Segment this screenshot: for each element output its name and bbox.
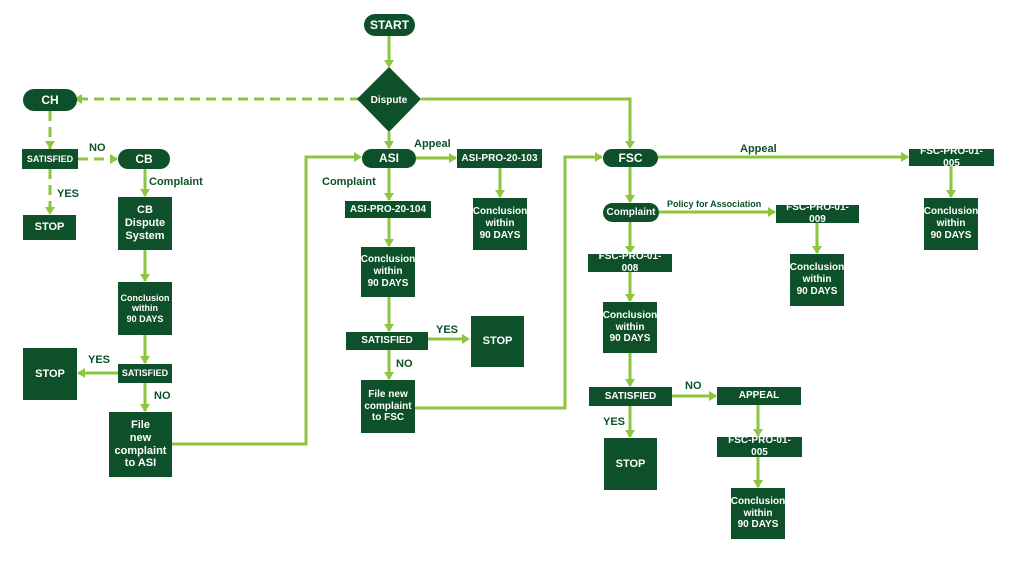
arrowhead-to-conclusion-103 [495, 190, 505, 198]
conclusion-fsc-005-top-node: Conclusion within 90 DAYS [924, 198, 978, 250]
satisfied-fsc-node: SATISFIED [589, 387, 672, 406]
satisfied-cb-node: SATISFIED [118, 364, 172, 383]
connector-file-asi-to-asi [172, 155, 360, 446]
stop-ch-node: STOP [23, 215, 76, 240]
arrowhead-to-satisfied-asi [384, 324, 394, 332]
arrowhead-to-fsc-from-dispute [625, 141, 635, 149]
asi-node: ASI [362, 149, 416, 168]
arrowhead-to-conclusion-009 [812, 246, 822, 254]
arrowhead-to-conclusion-cb [140, 274, 150, 282]
arrowhead-to-conclusion-008 [625, 294, 635, 302]
dispute-label: Dispute [371, 95, 408, 106]
arrowhead-to-pro-005-bottom [753, 429, 763, 437]
appeal-fsc-node: APPEAL [717, 387, 801, 405]
arrowhead-to-dispute-system [140, 189, 150, 197]
policy-for-association-label: Policy for Association [667, 199, 762, 209]
appeal-asi-label: Appeal [414, 138, 451, 150]
yes-asi-label: YES [436, 324, 459, 336]
arrowhead-to-asi-from-cb [354, 152, 362, 162]
arrowhead-to-file-fsc [384, 372, 394, 380]
fsc-pro-01-008-node: FSC-PRO-01-008 [588, 251, 672, 274]
arrowhead-to-satisfied-cb [140, 356, 150, 364]
arrowhead-to-pro-008 [625, 246, 635, 254]
satisfied-asi-node: SATISFIED [346, 332, 428, 350]
arrowhead-to-stop-asi [462, 334, 470, 344]
arrowhead-to-cb [110, 154, 118, 164]
arrowhead-to-complaint-fsc [625, 195, 635, 203]
arrowhead-to-stop-fsc [625, 430, 635, 438]
no-cb-label: NO [154, 390, 171, 402]
complaint-cb-label: Complaint [149, 176, 203, 188]
arrowhead-to-conclusion-104 [384, 239, 394, 247]
fsc-pro-01-005-top-node: FSC-PRO-01-005 [909, 146, 994, 169]
appeal-fsc-label: Appeal [740, 143, 777, 155]
satisfied-ch-node: SATISFIED [22, 149, 78, 169]
arrowhead-to-asi-from-dispute [384, 141, 394, 149]
start-node: START [364, 14, 415, 36]
no-ch-label: NO [89, 142, 106, 154]
conclusion-asi-104-node: Conclusion within 90 DAYS [361, 247, 415, 297]
file-new-complaint-asi-node: File new complaint to ASI [109, 412, 172, 477]
arrowhead-to-dispute [384, 60, 394, 68]
arrowhead-to-pro-104 [384, 193, 394, 201]
stop-cb-node: STOP [23, 348, 77, 400]
ch-node: CH [23, 89, 77, 111]
complaint-asi-label: Complaint [322, 176, 376, 188]
arrowhead-to-stop-ch [45, 207, 55, 215]
conclusion-asi-103-node: Conclusion within 90 DAYS [473, 198, 527, 250]
arrowhead-to-satisfied-ch [45, 141, 55, 149]
file-new-complaint-fsc-node: File new complaint to FSC [361, 380, 415, 433]
dispute-decision-diamond [357, 67, 421, 132]
arrowhead-to-conclusion-005-bottom [753, 480, 763, 488]
conclusion-fsc-009-node: Conclusion within 90 DAYS [790, 254, 844, 306]
arrowhead-to-pro-103 [449, 153, 457, 163]
yes-fsc-label: YES [603, 416, 626, 428]
arrowhead-to-pro-009 [768, 207, 776, 217]
no-fsc-label: NO [685, 380, 702, 392]
arrowhead-to-stop-cb [77, 368, 85, 378]
arrowhead-to-fsc-from-asi [595, 152, 603, 162]
conclusion-cb-node: Conclusion within 90 DAYS [118, 282, 172, 335]
stop-asi-node: STOP [471, 316, 524, 367]
asi-pro-20-103-node: ASI-PRO-20-103 [457, 149, 542, 168]
cb-dispute-system-node: CB Dispute System [118, 197, 172, 250]
arrowhead-to-appeal-fsc [709, 391, 717, 401]
no-asi-label: NO [396, 358, 413, 370]
yes-cb-label: YES [88, 354, 111, 366]
fsc-pro-01-005-bottom-node: FSC-PRO-01-005 [717, 435, 802, 458]
arrowhead-to-pro-005-top [901, 152, 909, 162]
arrowhead-to-satisfied-fsc [625, 379, 635, 387]
connector-file-fsc-to-fsc [415, 155, 602, 410]
asi-pro-20-104-node: ASI-PRO-20-104 [345, 201, 431, 218]
conclusion-fsc-008-node: Conclusion within 90 DAYS [603, 302, 657, 353]
complaint-fsc-node: Complaint [603, 203, 659, 222]
yes-ch-label: YES [57, 188, 80, 200]
arrowhead-to-ch [74, 94, 82, 104]
connector-dispute-to-fsc [421, 97, 632, 147]
arrowhead-to-file-asi [140, 404, 150, 412]
stop-fsc-node: STOP [604, 438, 657, 490]
arrowhead-to-conclusion-005-top [946, 190, 956, 198]
conclusion-fsc-005-bottom-node: Conclusion within 90 DAYS [731, 488, 785, 539]
fsc-node: FSC [603, 149, 658, 167]
fsc-pro-01-009-node: FSC-PRO-01-009 [776, 202, 859, 225]
cb-node: CB [118, 149, 170, 169]
